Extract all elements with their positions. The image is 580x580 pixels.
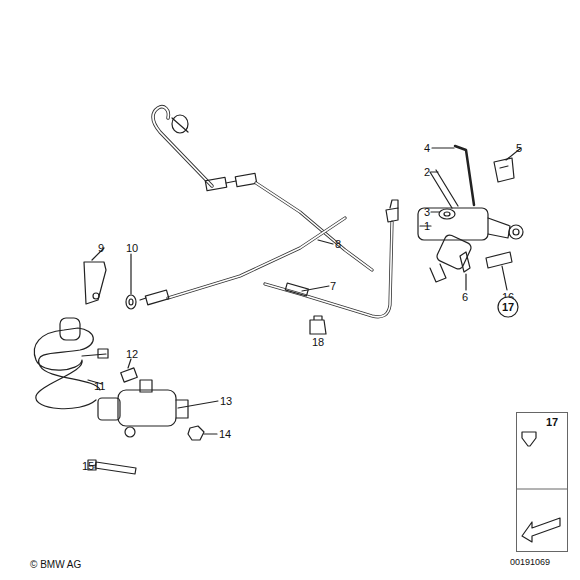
caption-text: 00191069 [510,556,550,568]
callout-number: 5 [516,142,522,154]
caption-text: © BMW AG [30,559,81,571]
callout-number: 17 [546,416,568,428]
callout-number: 7 [330,280,336,292]
callout-number: 15 [82,460,94,472]
callout-number: 11 [94,380,105,392]
callout-number: 13 [220,395,232,407]
callout-circle: 17 [497,296,519,318]
callout-number: 14 [219,428,231,440]
callout-number: 2 [424,166,430,178]
callout-number: 9 [98,242,104,254]
callout-number: 3 [424,206,430,218]
callout-number: 1 [424,220,430,232]
callout-number: 4 [424,142,430,154]
box-outline [516,412,568,552]
legend-box: 17 [516,412,568,552]
callout-number: 12 [126,348,138,360]
callout-number: 8 [335,238,341,250]
callout-number: 10 [126,242,138,254]
callout-number: 18 [312,336,324,348]
callout-number: 17 [502,301,514,313]
callout-number: 6 [462,291,468,303]
